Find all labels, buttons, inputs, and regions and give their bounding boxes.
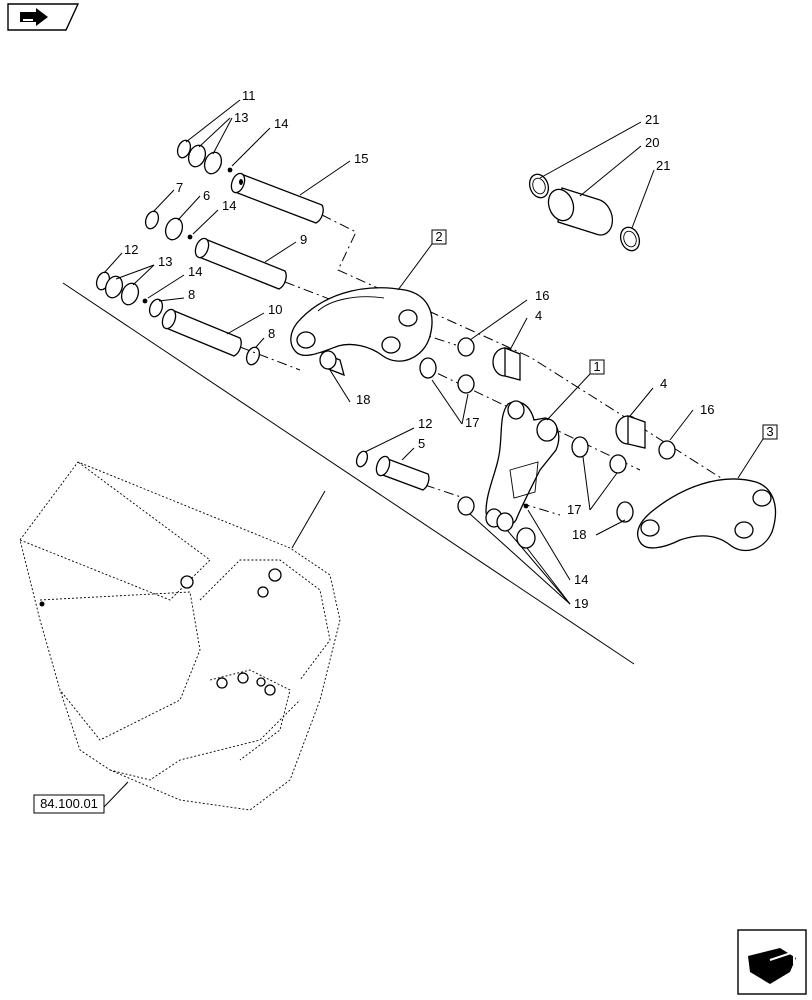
bushings-19	[457, 496, 536, 549]
label-12: 12	[418, 416, 432, 431]
label-16: 16	[700, 402, 714, 417]
label-14: 14	[274, 116, 288, 131]
bucket-illustration	[19, 461, 341, 811]
sleeve-and-clamps	[528, 173, 641, 252]
label-3: 3	[766, 424, 773, 439]
bushing-18-upper	[319, 350, 345, 377]
label-20: 20	[645, 135, 659, 150]
reference-label[interactable]: 84.100.01	[40, 796, 98, 811]
link-part-1: 1	[485, 359, 605, 528]
bushings-middle	[419, 337, 676, 523]
label-7: 7	[176, 180, 183, 195]
label-14: 14	[222, 198, 236, 213]
label-2: 2	[435, 229, 442, 244]
label-13: 13	[234, 110, 248, 125]
center-lines	[239, 214, 741, 516]
navigate-forward-icon[interactable]	[7, 3, 80, 31]
label-18: 18	[356, 392, 370, 407]
label-14: 14	[574, 572, 588, 587]
label-21: 21	[645, 112, 659, 127]
label-12: 12	[124, 242, 138, 257]
label-8: 8	[268, 326, 275, 341]
pin-group-upper	[95, 139, 324, 366]
reference-box[interactable]: 84.100.01	[33, 781, 129, 814]
label-10: 10	[268, 302, 282, 317]
related-page-icon[interactable]	[737, 929, 807, 995]
label-18: 18	[572, 527, 586, 542]
label-5: 5	[418, 436, 425, 451]
part-labels: 11 13 14 15 7 6 14 9 12 13 14 8 10 8 18 …	[124, 88, 714, 611]
division-lines	[62, 282, 635, 665]
link-part-2: 2	[290, 229, 447, 362]
label-4: 4	[535, 308, 542, 323]
label-4: 4	[660, 376, 667, 391]
leader-lines	[103, 99, 694, 605]
label-11: 11	[242, 88, 256, 103]
label-8: 8	[188, 287, 195, 302]
label-6: 6	[203, 188, 210, 203]
link-part-3: 3	[636, 424, 778, 552]
label-19: 19	[574, 596, 588, 611]
label-14: 14	[188, 264, 202, 279]
label-9: 9	[300, 232, 307, 247]
label-13: 13	[158, 254, 172, 269]
label-17: 17	[465, 415, 479, 430]
label-21: 21	[656, 158, 670, 173]
label-17: 17	[567, 502, 581, 517]
label-16: 16	[535, 288, 549, 303]
label-15: 15	[354, 151, 368, 166]
pin-5-group	[355, 450, 430, 491]
label-1: 1	[593, 359, 600, 374]
